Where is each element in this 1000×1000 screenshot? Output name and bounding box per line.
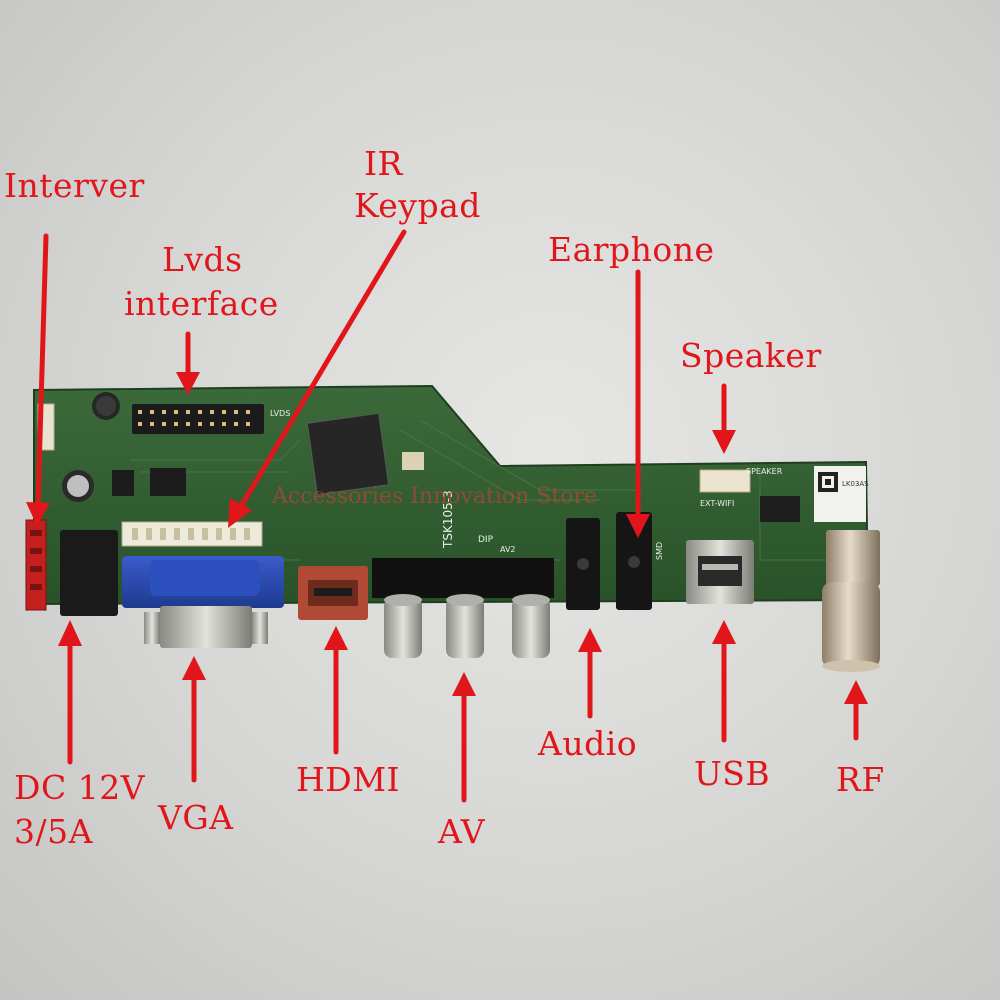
arrow-interver	[35, 233, 49, 508]
label-vga: VGA	[158, 798, 234, 837]
lvds-pins	[138, 410, 250, 426]
arrow-audio-head	[578, 628, 602, 652]
board-text-lvds: LVDS	[270, 409, 290, 418]
regulator	[112, 470, 134, 496]
watermark: Accessories Innovation Store	[272, 484, 598, 509]
label-ir-line1: IR	[364, 144, 403, 183]
av-jack	[384, 594, 422, 658]
label-usb: USB	[694, 754, 771, 793]
lvds-header	[132, 404, 264, 434]
capacitor	[62, 392, 120, 502]
arrow-hdmi-head	[324, 626, 348, 650]
label-rf: RF	[836, 760, 885, 799]
label-hdmi: HDMI	[296, 760, 401, 799]
label-earphone: Earphone	[548, 230, 715, 269]
annotation-arrows	[26, 229, 868, 803]
arrow-interver-head	[26, 502, 50, 526]
vga-port-metal	[160, 606, 252, 648]
arrow-lvds-head	[176, 372, 200, 395]
board-text-dip: DIP	[478, 535, 494, 545]
arrow-earphone-head	[626, 514, 650, 538]
small-chip	[760, 496, 800, 522]
av-jack	[512, 594, 550, 658]
arrow-dc-head	[58, 620, 82, 646]
board-text-smd: SMD	[655, 542, 664, 560]
arrow-ir-keypad-head	[228, 498, 252, 528]
label-dc-line2: 3/5A	[14, 812, 93, 851]
main-chip	[306, 412, 390, 496]
dc-jack	[60, 530, 118, 616]
label-interver: Interver	[4, 166, 145, 205]
small-chip	[402, 452, 424, 470]
board-text-sticker: LK03AS	[842, 480, 869, 488]
board-text-av2: AV2	[500, 545, 516, 554]
arrow-speaker-head	[712, 430, 736, 454]
label-speaker: Speaker	[680, 336, 822, 375]
vga-port-face	[150, 560, 260, 596]
arrow-vga-head	[182, 656, 206, 680]
ir-keypad-connector	[121, 521, 263, 547]
av-block	[372, 558, 554, 598]
label-dc-line1: DC 12V	[14, 768, 146, 807]
rf-connector-base	[826, 530, 880, 586]
arrow-rf-head	[844, 680, 868, 704]
regulator	[150, 468, 186, 496]
label-lvds-line1: Lvds	[162, 240, 243, 279]
av-jack	[446, 594, 484, 658]
arrow-usb-head	[712, 620, 736, 644]
board-text-ext-wifi: EXT-WIFI	[700, 499, 734, 508]
label-ir-line2: Keypad	[354, 186, 481, 225]
label-lvds-line2: interface	[124, 284, 279, 323]
label-av: AV	[438, 812, 486, 851]
speaker-connector	[699, 469, 751, 493]
board-text-speaker: SPEAKER	[746, 467, 783, 476]
arrow-av-head	[452, 672, 476, 696]
arrow-ir-keypad	[237, 229, 407, 511]
board-text-model: TSK105-3	[441, 490, 455, 549]
rf-connector-barrel	[822, 582, 880, 668]
label-audio: Audio	[538, 724, 638, 763]
